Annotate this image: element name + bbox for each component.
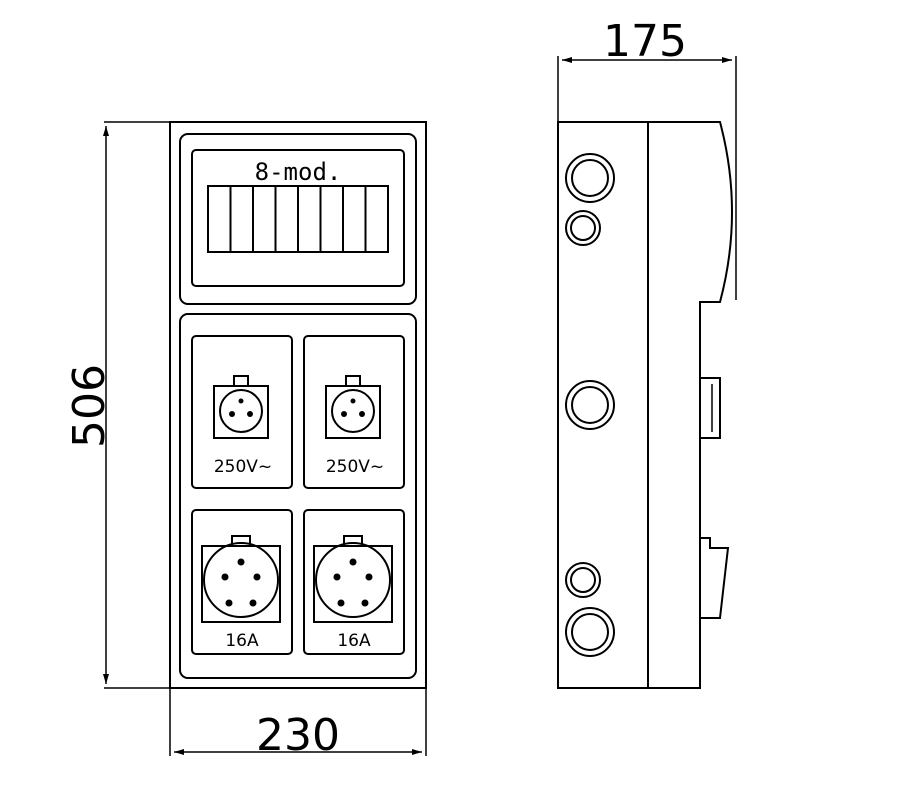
side-view [557, 121, 733, 689]
cable-gland-icon [565, 380, 615, 430]
socket-lid-lower [699, 537, 730, 619]
socket-box-lower-left [191, 509, 293, 655]
cable-gland-icon [565, 607, 615, 657]
socket-label-upper-right: 250V~ [326, 457, 384, 477]
socket-label-lower-left: 16A [225, 631, 259, 651]
depth-dimension-value: 175 [603, 16, 687, 67]
schuko-socket-icon [213, 375, 269, 439]
socket-box-lower-right [303, 509, 405, 655]
enclosure-outline [169, 121, 427, 689]
module-panel-frame [179, 133, 417, 305]
module-panel-inner [191, 149, 405, 287]
side-view-outline [557, 121, 733, 689]
module-slots [207, 185, 389, 253]
width-dimension: 230 [169, 688, 427, 761]
cee-socket-icon [313, 535, 393, 623]
width-dimension-value: 230 [256, 710, 340, 761]
height-dimension: 506 [64, 121, 170, 689]
module-label: 8-mod. [255, 158, 342, 186]
socket-box-upper-left [191, 335, 293, 489]
socket-label-upper-left: 250V~ [214, 457, 272, 477]
cable-gland-icon [565, 210, 601, 246]
schuko-socket-icon [325, 375, 381, 439]
height-dimension-value: 506 [64, 364, 115, 448]
socket-label-lower-right: 16A [337, 631, 371, 651]
cee-socket-icon [201, 535, 281, 623]
front-view: 8-mod. 250V~ 250V~ [169, 121, 427, 689]
cable-gland-icon [565, 153, 615, 203]
socket-panel-frame [179, 313, 417, 679]
socket-lid-upper [699, 377, 721, 439]
depth-dimension: 175 [557, 16, 737, 300]
socket-box-upper-right [303, 335, 405, 489]
cable-gland-icon [565, 562, 601, 598]
